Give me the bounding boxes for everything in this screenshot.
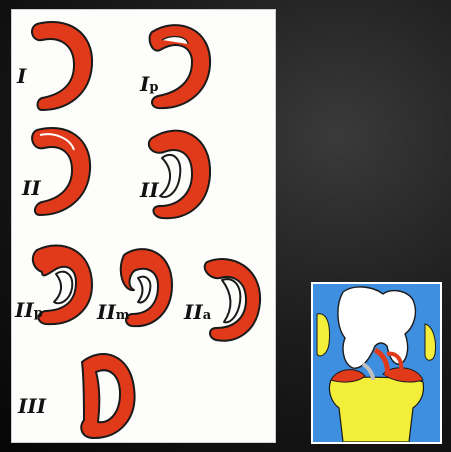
label-type-iii: III [18,396,46,416]
meniscus-type-ii-a [32,128,90,215]
label-type-iim: IIm [97,302,129,322]
knee-joint-illustration [311,282,442,444]
label-type-iip: IIp [15,300,43,320]
femur-shape [338,287,416,368]
label-type-ii-a: II [22,178,41,198]
label-type-ip: Ip [140,74,158,94]
meniscus-type-i [32,22,92,110]
label-type-iia: IIa [184,302,211,322]
knee-joint-svg [313,284,440,442]
label-type-i: I [17,66,26,86]
tibia-shape [329,377,423,442]
label-type-ii-b: II [140,180,159,200]
meniscus-classification-panel: I Ip II II IIp IIm IIa III [12,10,275,442]
